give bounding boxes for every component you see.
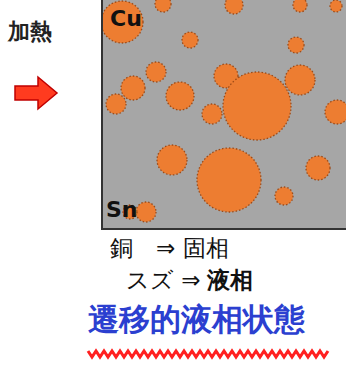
phase-note: 銅 ⇒ 固相	[110, 236, 229, 261]
copper-particle	[121, 76, 145, 100]
copper-particle	[288, 37, 304, 53]
matrix-box: CuSn	[101, 0, 346, 230]
tin-matrix	[101, 0, 346, 230]
process-label: 加熱	[8, 20, 52, 44]
phase-note: スズ ⇒	[126, 268, 201, 293]
phase-note: 液相	[207, 268, 253, 293]
copper-particle	[136, 202, 156, 222]
copper-particle	[293, 0, 307, 12]
copper-particle	[155, 0, 171, 12]
copper-particle	[146, 62, 166, 82]
copper-particles	[101, 0, 346, 222]
state-heading: 遷移的液相状態	[88, 302, 305, 336]
element-label: Sn	[106, 198, 138, 222]
copper-particle	[306, 156, 330, 180]
copper-particle	[275, 187, 293, 205]
copper-particle	[325, 100, 346, 124]
heat-arrow	[15, 77, 57, 109]
wavy-underline	[88, 351, 328, 357]
copper-particle	[106, 94, 126, 114]
copper-particle	[101, 1, 143, 43]
copper-particle	[225, 0, 243, 14]
copper-particle	[285, 65, 315, 95]
copper-particle	[157, 145, 187, 175]
copper-particle	[197, 148, 261, 212]
element-label: Cu	[110, 7, 142, 31]
copper-particle	[202, 104, 222, 124]
copper-particle	[166, 82, 194, 110]
copper-particle	[182, 32, 198, 48]
copper-particle	[223, 72, 291, 140]
copper-particle	[330, 0, 342, 12]
